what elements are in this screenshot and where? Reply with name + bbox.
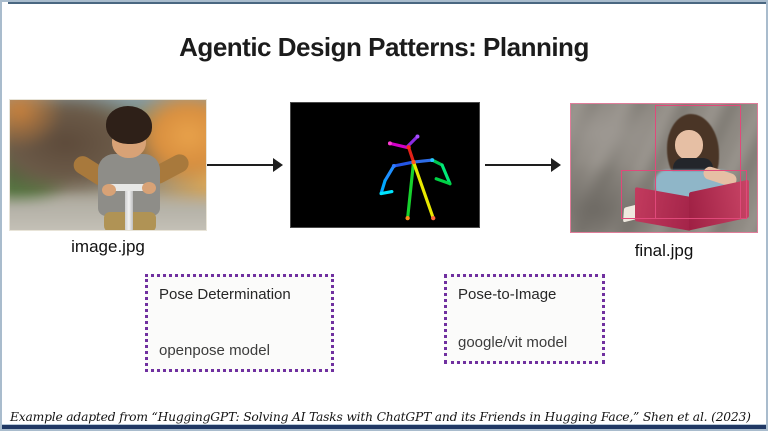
arrow-right-icon <box>485 157 561 173</box>
openpose-skeleton-image <box>290 102 480 228</box>
step-box-pose-determination: Pose Determination openpose model <box>145 274 334 372</box>
boy-right-hand <box>142 182 156 194</box>
arrow-right-icon <box>207 157 283 173</box>
step-box-pose-to-image: Pose-to-Image google/vit model <box>444 274 605 364</box>
output-photo-girl-reading <box>570 103 758 233</box>
girl-face <box>675 130 703 160</box>
step-model-label: openpose model <box>159 342 270 359</box>
source-citation: Example adapted from “HuggingGPT: Solvin… <box>10 410 751 424</box>
bottom-accent-bar <box>2 424 766 429</box>
boy-left-hand <box>102 184 116 196</box>
detection-bbox-book <box>621 170 747 219</box>
pose-skeleton-svg <box>379 134 452 221</box>
scooter-handlebar <box>108 184 150 191</box>
step-task-label: Pose-to-Image <box>458 286 557 303</box>
top-hairline <box>8 2 766 4</box>
slide-title: Agentic Design Patterns: Planning <box>179 32 589 62</box>
input-file-label: image.jpg <box>71 237 145 256</box>
input-photo-boy-scooter <box>10 100 206 230</box>
boy-hair <box>106 106 152 144</box>
scooter-stem <box>125 188 133 230</box>
step-task-label: Pose Determination <box>159 286 291 303</box>
step-model-label: google/vit model <box>458 334 568 351</box>
output-file-label: final.jpg <box>634 241 694 260</box>
